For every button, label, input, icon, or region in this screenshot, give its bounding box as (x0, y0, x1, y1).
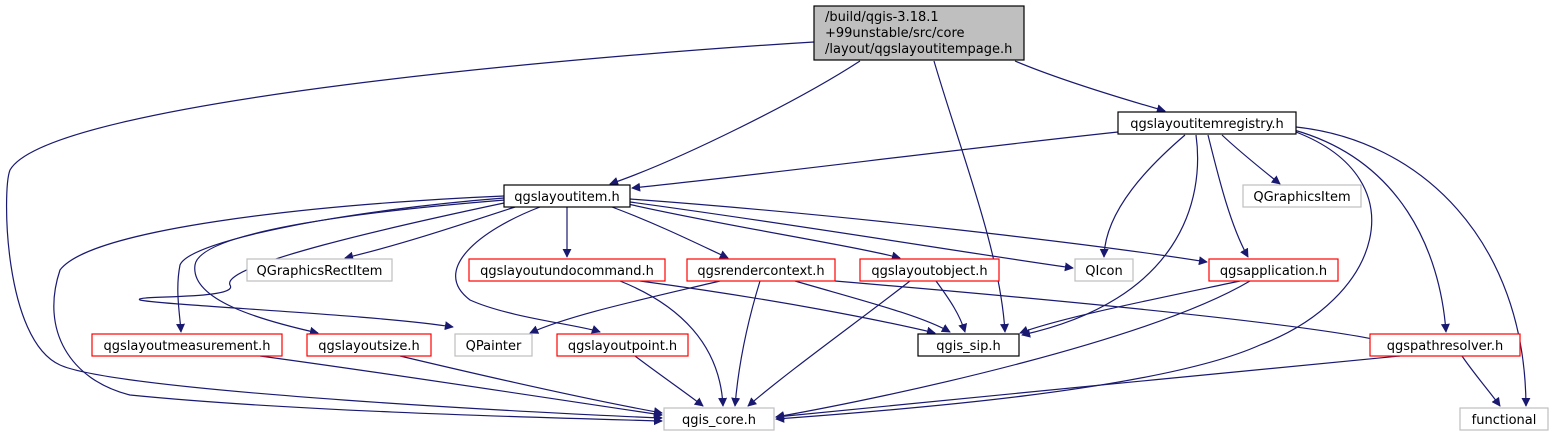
node-qgslayoutobject-label: qgslayoutobject.h (871, 264, 987, 279)
edge-qgslayoutitem-to-qgslayoutsize (194, 199, 506, 336)
edge-qgslayoutitemregistry-to-qgsapplication (1207, 134, 1249, 258)
edge-qgslayoutitem-to-qpainter (139, 202, 505, 331)
node-qgraphicsrectitem[interactable]: QGraphicsRectItem (246, 258, 393, 282)
node-qgslayoutmeasurement-label: qgslayoutmeasurement.h (104, 339, 271, 354)
edge-qgsapplication-to-qgis-sip (1019, 280, 1241, 335)
node-qgraphicsitem-label: QGraphicsItem (1253, 190, 1350, 205)
edge-qgslayoutitemregistry-to-qgspathresolver (1293, 129, 1450, 333)
node-qgslayoutsize-label: qgslayoutsize.h (318, 339, 419, 354)
edge-qgslayoutsize-to-qgis-core (399, 355, 663, 416)
edge-qgsapplication-to-qgis-core (775, 280, 1251, 421)
edge-qgslayoutitem-to-qgslayoutpoint (455, 206, 601, 334)
edge-qgslayoutobject-to-qgis-sip (935, 280, 968, 333)
node-qgslayoutobject[interactable]: qgslayoutobject.h (859, 258, 1000, 282)
edge-qgslayoutmeasurement-to-qgis-core (259, 355, 663, 419)
node-qgspathresolver-label: qgspathresolver.h (1387, 339, 1503, 354)
node-qgslayoutpoint-label: qgslayoutpoint.h (568, 339, 677, 354)
edge-qgsrendercontext-to-qgis-core (731, 280, 761, 407)
edge-qgslayoutpoint-to-qgis-core (634, 355, 704, 407)
node-qgslayoutitemregistry[interactable]: qgslayoutitemregistry.h (1117, 111, 1297, 135)
node-qgslayoutitemregistry-label: qgslayoutitemregistry.h (1130, 117, 1284, 132)
node-root-line-2: +99unstable/src/core (825, 26, 965, 41)
node-qgslayoutundocommand[interactable]: qgslayoutundocommand.h (468, 258, 666, 282)
edge-qgspathresolver-to-functional (1461, 355, 1501, 407)
node-qgraphicsitem[interactable]: QGraphicsItem (1242, 184, 1362, 208)
edge-qgsrendercontext-to-qgis-sip (794, 280, 951, 333)
node-qgslayoutmeasurement[interactable]: qgslayoutmeasurement.h (91, 333, 283, 357)
edge-qgslayoutitem-to-qgsapplication (629, 198, 1208, 266)
node-qpainter-label: QPainter (466, 339, 522, 354)
node-qgis-core[interactable]: qgis_core.h (663, 407, 775, 431)
edge-qgslayoutitemregistry-to-qgis-core (775, 131, 1373, 423)
node-qgslayoutitem[interactable]: qgslayoutitem.h (503, 184, 631, 208)
node-qgis-sip-label: qgis_sip.h (936, 339, 1000, 354)
edge-qgslayoutitem-to-qicon (629, 201, 1074, 272)
nodes: /build/qgis-3.18.1 +99unstable/src/core … (91, 5, 1549, 431)
edge-qgslayoutitem-to-qgraphicsrectitem (344, 206, 516, 261)
edge-qgslayoutobject-to-qgis-core (747, 280, 911, 407)
edge-qgspathresolver-to-qgis-core (775, 355, 1401, 421)
edge-qgslayoutitemregistry-to-qicon (1099, 134, 1186, 258)
node-functional-label: functional (1472, 413, 1537, 428)
edge-qgslayoutitemregistry-to-qgis-sip (1021, 134, 1199, 338)
edge-root-to-qgslayoutitemregistry (1014, 60, 1166, 114)
node-qgslayoutundocommand-label: qgslayoutundocommand.h (480, 264, 654, 279)
edge-qgslayoutitem-to-qgslayoutmeasurement (176, 197, 505, 333)
node-qicon-label: QIcon (1085, 264, 1122, 279)
node-qgsapplication-label: qgsapplication.h (1220, 264, 1327, 279)
node-qgis-core-label: qgis_core.h (682, 413, 756, 428)
node-qgraphicsrectitem-label: QGraphicsRectItem (257, 264, 383, 279)
edge-qgsrendercontext-to-qgspathresolver (834, 280, 1379, 343)
edge-root-to-qgis-core (5, 41, 815, 423)
edge-qgslayoutundocommand-to-qgis-core (619, 280, 728, 407)
edge-root-to-qgis-sip (933, 60, 1009, 333)
edge-qgslayoutitem-to-qgis-core (53, 195, 663, 426)
node-functional[interactable]: functional (1459, 407, 1549, 431)
node-root-line-1: /build/qgis-3.18.1 (825, 10, 939, 25)
node-qpainter[interactable]: QPainter (454, 333, 533, 357)
node-qgslayoutsize[interactable]: qgslayoutsize.h (306, 333, 432, 357)
node-qgslayoutpoint[interactable]: qgslayoutpoint.h (556, 333, 689, 357)
node-qgsrendercontext[interactable]: qgsrendercontext.h (686, 258, 836, 282)
node-root[interactable]: /build/qgis-3.18.1 +99unstable/src/core … (813, 5, 1025, 61)
edge-qgslayoutitemregistry-to-qgslayoutitem (631, 131, 1119, 192)
edge-qgslayoutitem-to-qgsrendercontext (611, 206, 729, 259)
node-root-line-3: /layout/qgslayoutitempage.h (825, 42, 1012, 57)
edge-qgsrendercontext-to-qpainter (529, 280, 721, 334)
node-qgslayoutitem-label: qgslayoutitem.h (514, 190, 620, 205)
node-qgis-sip[interactable]: qgis_sip.h (917, 333, 1020, 357)
edge-qgslayoutitem-to-qgslayoutobject (627, 203, 901, 261)
node-qgsapplication[interactable]: qgsapplication.h (1208, 258, 1339, 282)
node-qgsrendercontext-label: qgsrendercontext.h (697, 264, 824, 279)
edges (5, 41, 1531, 426)
node-qgspathresolver[interactable]: qgspathresolver.h (1369, 333, 1521, 357)
edge-root-to-qgslayoutitem (609, 60, 861, 186)
node-qicon[interactable]: QIcon (1074, 258, 1134, 282)
edge-qgslayoutitemregistry-to-qgraphicsitem (1221, 134, 1281, 185)
edge-qgslayoutundocommand-to-qgis-sip (639, 280, 936, 336)
